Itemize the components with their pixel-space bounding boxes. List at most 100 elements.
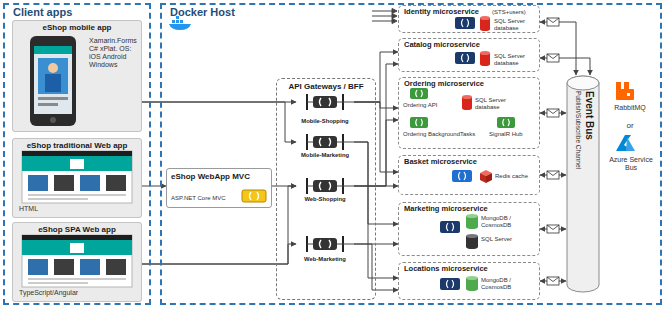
spa-screenshot <box>106 259 126 275</box>
store-label: SQL Server database <box>494 53 538 66</box>
container-icon <box>410 88 428 99</box>
microservice-box: Identity microservice(STS+users)SQL Serv… <box>398 5 540 33</box>
phone-illustration <box>34 46 72 54</box>
message-envelope <box>547 18 559 285</box>
gateway-link <box>307 186 313 187</box>
message-envelope <box>547 109 559 114</box>
incoming-arrow <box>392 19 397 24</box>
gateway-link <box>337 244 354 245</box>
phone-illustration <box>50 117 56 123</box>
tech-label: HTML <box>19 205 79 213</box>
spa-screenshot <box>28 259 48 275</box>
message-envelope <box>547 225 559 230</box>
connector-arrow <box>354 52 398 102</box>
message-envelope <box>547 18 559 23</box>
message-envelope <box>547 171 559 176</box>
client-app-box: eShop SPA Web appTypeScript/Angular <box>12 222 142 302</box>
docker-whale <box>180 20 183 23</box>
app-panel-fill <box>12 138 142 218</box>
gateway-name: Web-Shopping <box>296 196 354 203</box>
spa-screenshot <box>22 235 132 287</box>
app-title: eShop SPA Web app <box>13 225 141 234</box>
gateway-link <box>337 142 354 143</box>
container-icon <box>440 221 460 233</box>
container-icon <box>455 52 475 64</box>
phone-illustration <box>45 74 61 92</box>
web-screenshot <box>28 198 88 200</box>
redis-icon <box>480 170 492 183</box>
gateway-bar <box>307 94 343 252</box>
gateway-group: API Gateways / BFFMobile-ShoppingMobile-… <box>276 78 376 300</box>
client-app-box: eShop mobile appXamarin.Forms C# xPlat. … <box>12 20 142 132</box>
spa-screenshot <box>54 259 74 275</box>
rabbitmq-logo <box>627 93 630 96</box>
container-icon <box>497 117 515 128</box>
database-cylinder <box>466 234 478 238</box>
bus-cylinder <box>567 76 599 90</box>
gateway-link <box>337 186 354 187</box>
separator-word: or <box>605 121 655 130</box>
container-icon <box>455 17 475 29</box>
connector-arrow <box>354 142 398 224</box>
database-cylinder <box>462 16 490 291</box>
spa-screenshot <box>28 278 126 280</box>
message-envelope <box>547 18 559 26</box>
web-screenshot <box>28 194 126 196</box>
gateway-name: Mobile-Marketing <box>296 152 354 159</box>
connector-arrow <box>142 102 296 142</box>
tech-label: ASP.NET Core MVC <box>171 195 241 202</box>
incoming-arrow <box>372 16 393 17</box>
gateway-icon <box>313 96 337 108</box>
database-cylinder <box>480 51 490 55</box>
microservice-box: Locations microserviceMongoDB / CosmosDB <box>398 262 540 300</box>
app-title: eShop mobile app <box>13 23 141 32</box>
message-envelope <box>547 109 559 117</box>
database-cylinder <box>466 225 478 229</box>
incoming-arrow <box>392 9 397 14</box>
bus-subtitle: Publish/Subscribe Channel <box>574 91 583 293</box>
bus-cylinder <box>567 76 599 292</box>
service-title: Basket microservice <box>404 158 534 167</box>
message-envelope <box>547 54 559 59</box>
docker-whale <box>169 24 191 30</box>
gateway-icon <box>313 180 337 192</box>
bus-title: Event Bus <box>583 91 595 293</box>
message-envelope <box>547 54 559 62</box>
service-title: Locations microservice <box>404 265 534 274</box>
component-label: SignalR Hub <box>489 131 537 138</box>
app-title: eShop WebApp MVC <box>171 172 269 181</box>
connector-arrow <box>354 102 398 108</box>
api-gateway: Mobile-Marketing <box>296 134 354 166</box>
message-envelope <box>547 277 559 282</box>
broker-label: RabbitMQ <box>605 104 655 112</box>
api-gateway: Web-Shopping <box>296 178 354 212</box>
spa-screenshot <box>80 259 100 275</box>
container-icon <box>440 278 460 290</box>
container-icon <box>410 117 428 128</box>
incoming-arrow <box>372 11 393 12</box>
container-icon <box>416 19 510 288</box>
database-cylinder <box>480 16 490 20</box>
web-screenshot <box>22 151 132 203</box>
mvc-container-icon <box>250 192 259 200</box>
connector-arrow <box>354 186 398 187</box>
web-screenshot <box>22 156 132 171</box>
web-app-box: eShop WebApp MVC ASP.NET Core MVC <box>166 168 272 208</box>
gateway-link <box>337 102 354 103</box>
microservice-box: Marketing microserviceMongoDB / CosmosDB… <box>398 202 540 256</box>
api-gateway: Mobile-Shopping <box>296 94 354 132</box>
incoming-arrow <box>392 14 397 19</box>
web-screenshot <box>28 175 48 191</box>
phone-illustration <box>30 36 76 126</box>
docker-whale <box>176 20 179 23</box>
gateway-name: Web-Marketing <box>296 256 354 263</box>
docker-whale <box>169 16 191 30</box>
app-panel-fill <box>12 222 142 302</box>
store-label: SQL Server database <box>494 18 538 31</box>
azure-logo <box>626 137 635 151</box>
database-cylinder <box>466 214 478 218</box>
azure-logo <box>616 135 635 151</box>
service-title: Ordering microservice <box>404 80 534 89</box>
message-envelope <box>547 277 559 285</box>
web-screenshot <box>80 175 100 191</box>
